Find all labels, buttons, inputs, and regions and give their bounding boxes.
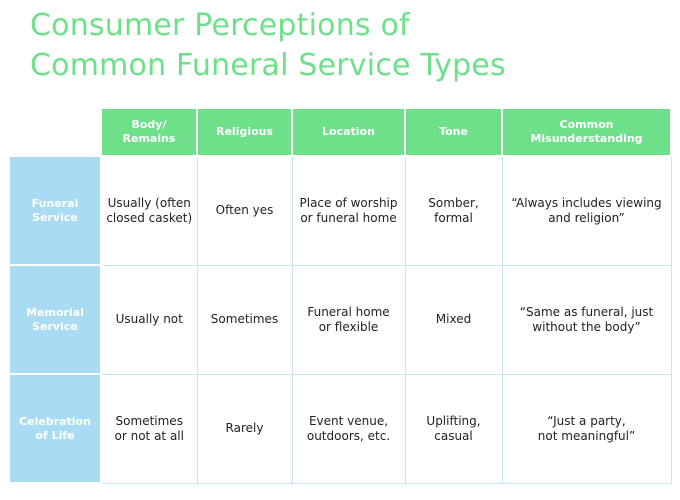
table-cell: “Just a party,not meaningful”	[501, 373, 672, 484]
table-cell: Mixed	[404, 264, 503, 375]
table-cell: Sometimes	[196, 264, 293, 375]
table-cell: Usually not	[100, 264, 198, 375]
table-cell: Often yes	[196, 155, 293, 266]
table-cell: Rarely	[196, 373, 293, 484]
column-header-body-remains: Body/Remains	[100, 107, 198, 157]
column-header-religious: Religious	[196, 107, 293, 157]
corner-cell	[9, 108, 101, 156]
page-title: Consumer Perceptions of Common Funeral S…	[30, 6, 506, 86]
table-cell: Uplifting,casual	[404, 373, 503, 484]
title-line-1: Consumer Perceptions of	[30, 8, 410, 43]
table-cell: Event venue,outdoors, etc.	[291, 373, 406, 484]
column-header-tone: Tone	[404, 107, 503, 157]
title-line-2: Common Funeral Service Types	[30, 48, 506, 83]
table-cell: Somber, formal	[404, 155, 503, 266]
column-header-location: Location	[291, 107, 406, 157]
service-types-table: Body/Remains Religious Location Tone Com…	[8, 107, 672, 484]
header-row: Body/Remains Religious Location Tone Com…	[9, 107, 672, 157]
